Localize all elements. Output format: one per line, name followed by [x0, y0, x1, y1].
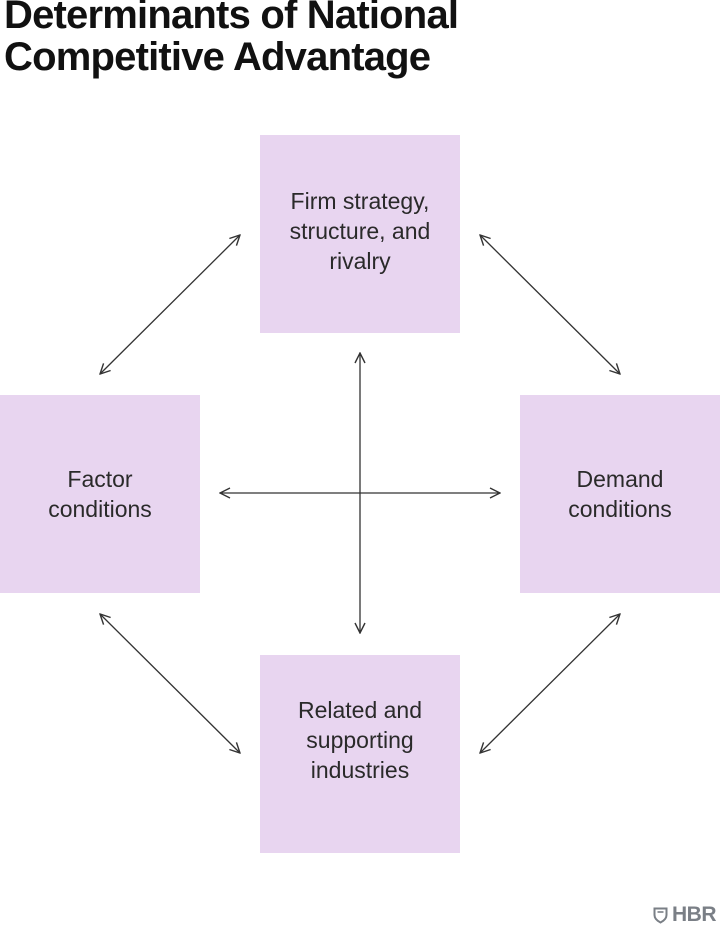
arrow-factor-related: [100, 614, 240, 753]
node-factor-conditions-label: Factor conditions: [48, 464, 152, 524]
node-text-line: Demand: [576, 466, 664, 492]
node-demand-conditions-label: Demand conditions: [568, 464, 672, 524]
logo-text: HBR: [672, 903, 717, 926]
arrow-firm-demand: [480, 235, 620, 374]
node-text-line: Factor: [67, 466, 133, 492]
arrow-related-demand: [480, 614, 620, 753]
title-line-2: Competitive Advantage: [4, 35, 431, 79]
diagram-title: Determinants of National Competitive Adv…: [4, 0, 459, 79]
node-related-industries-label: Related and supporting industries: [298, 695, 422, 785]
node-factor-conditions: Factor conditions: [0, 395, 200, 593]
node-text-line: conditions: [568, 496, 672, 522]
node-text-line: conditions: [48, 496, 152, 522]
node-firm-strategy-label: Firm strategy, structure, and rivalry: [290, 186, 431, 276]
node-text-line: rivalry: [329, 248, 391, 274]
title-line-1: Determinants of National: [4, 0, 459, 37]
node-firm-strategy: Firm strategy, structure, and rivalry: [260, 135, 460, 333]
shield-icon: [653, 907, 668, 924]
node-related-industries: Related and supporting industries: [260, 655, 460, 853]
node-text-line: structure, and: [289, 218, 431, 244]
node-text-line: Related and: [297, 697, 423, 723]
node-text-line: industries: [310, 757, 410, 783]
arrow-factor-firm: [100, 235, 240, 374]
node-text-line: supporting: [306, 727, 414, 753]
node-demand-conditions: Demand conditions: [520, 395, 720, 593]
node-text-line: Firm strategy,: [290, 188, 430, 214]
hbr-logo: HBR: [653, 903, 717, 927]
